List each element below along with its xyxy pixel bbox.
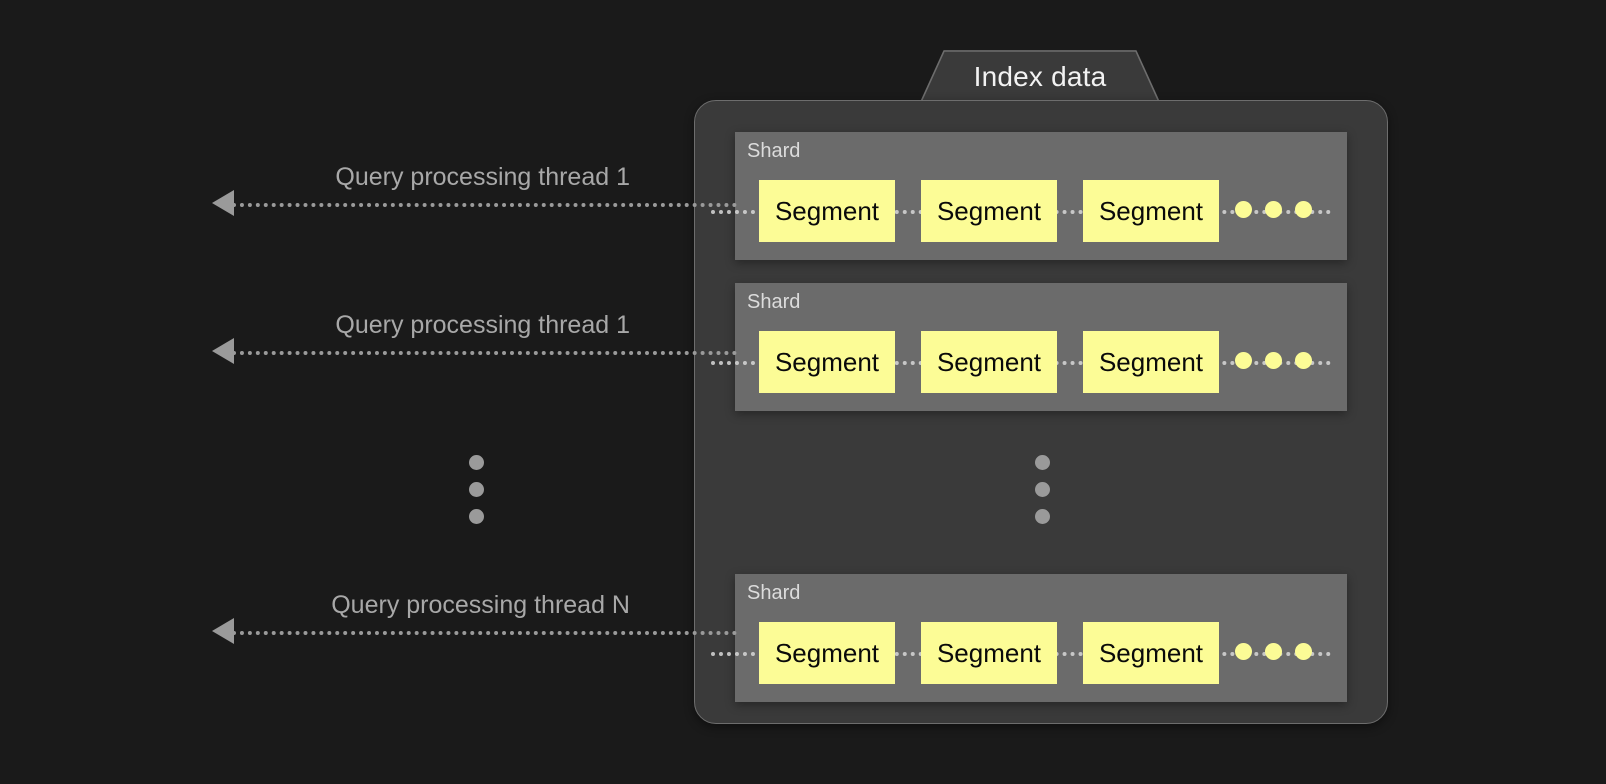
shard-label: Shard bbox=[747, 140, 801, 162]
arrow-left-icon bbox=[212, 618, 234, 644]
shard-label: Shard bbox=[747, 582, 801, 604]
continuation-dot bbox=[1295, 201, 1312, 218]
shard-row-2: Shard Segment Segment Segment bbox=[711, 283, 1347, 411]
query-thread-arrow-line-1 bbox=[232, 203, 737, 207]
arrow-left-icon bbox=[212, 338, 234, 364]
continuation-dot bbox=[1295, 643, 1312, 660]
continuation-dot bbox=[1235, 643, 1252, 660]
vertical-ellipsis-threads bbox=[469, 455, 485, 531]
ellipsis-dot bbox=[469, 482, 484, 497]
shard-row-1: Shard Segment Segment Segment bbox=[711, 132, 1347, 260]
segment-continuation-dots bbox=[1235, 352, 1325, 372]
segment-box: Segment bbox=[921, 180, 1057, 242]
segment-box: Segment bbox=[1083, 180, 1219, 242]
continuation-dot bbox=[1295, 352, 1312, 369]
vertical-ellipsis-shards bbox=[1035, 455, 1051, 531]
index-data-tab: Index data bbox=[920, 50, 1160, 104]
segment-box: Segment bbox=[1083, 331, 1219, 393]
ellipsis-dot bbox=[1035, 509, 1050, 524]
segments-row: Segment Segment Segment bbox=[711, 622, 1347, 684]
segment-continuation-dots bbox=[1235, 201, 1325, 221]
segment-continuation-dots bbox=[1235, 643, 1325, 663]
ellipsis-dot bbox=[469, 509, 484, 524]
ellipsis-dot bbox=[469, 455, 484, 470]
segment-box: Segment bbox=[921, 331, 1057, 393]
query-thread-arrow-line-3 bbox=[232, 631, 737, 635]
index-data-tab-label: Index data bbox=[973, 61, 1107, 92]
query-thread-label-3: Query processing thread N bbox=[331, 591, 630, 619]
continuation-dot bbox=[1235, 352, 1252, 369]
segment-box: Segment bbox=[1083, 622, 1219, 684]
segment-box: Segment bbox=[759, 180, 895, 242]
segments-row: Segment Segment Segment bbox=[711, 180, 1347, 242]
segment-box: Segment bbox=[921, 622, 1057, 684]
segment-box: Segment bbox=[759, 331, 895, 393]
ellipsis-dot bbox=[1035, 482, 1050, 497]
segment-box: Segment bbox=[759, 622, 895, 684]
continuation-dot bbox=[1265, 201, 1282, 218]
segments-row: Segment Segment Segment bbox=[711, 331, 1347, 393]
continuation-dot bbox=[1265, 352, 1282, 369]
query-thread-label-1: Query processing thread 1 bbox=[335, 163, 630, 191]
continuation-dot bbox=[1235, 201, 1252, 218]
shard-label: Shard bbox=[747, 291, 801, 313]
ellipsis-dot bbox=[1035, 455, 1050, 470]
shard-row-3: Shard Segment Segment Segment bbox=[711, 574, 1347, 702]
query-thread-label-2: Query processing thread 1 bbox=[335, 311, 630, 339]
continuation-dot bbox=[1265, 643, 1282, 660]
query-thread-arrow-line-2 bbox=[232, 351, 737, 355]
arrow-left-icon bbox=[212, 190, 234, 216]
